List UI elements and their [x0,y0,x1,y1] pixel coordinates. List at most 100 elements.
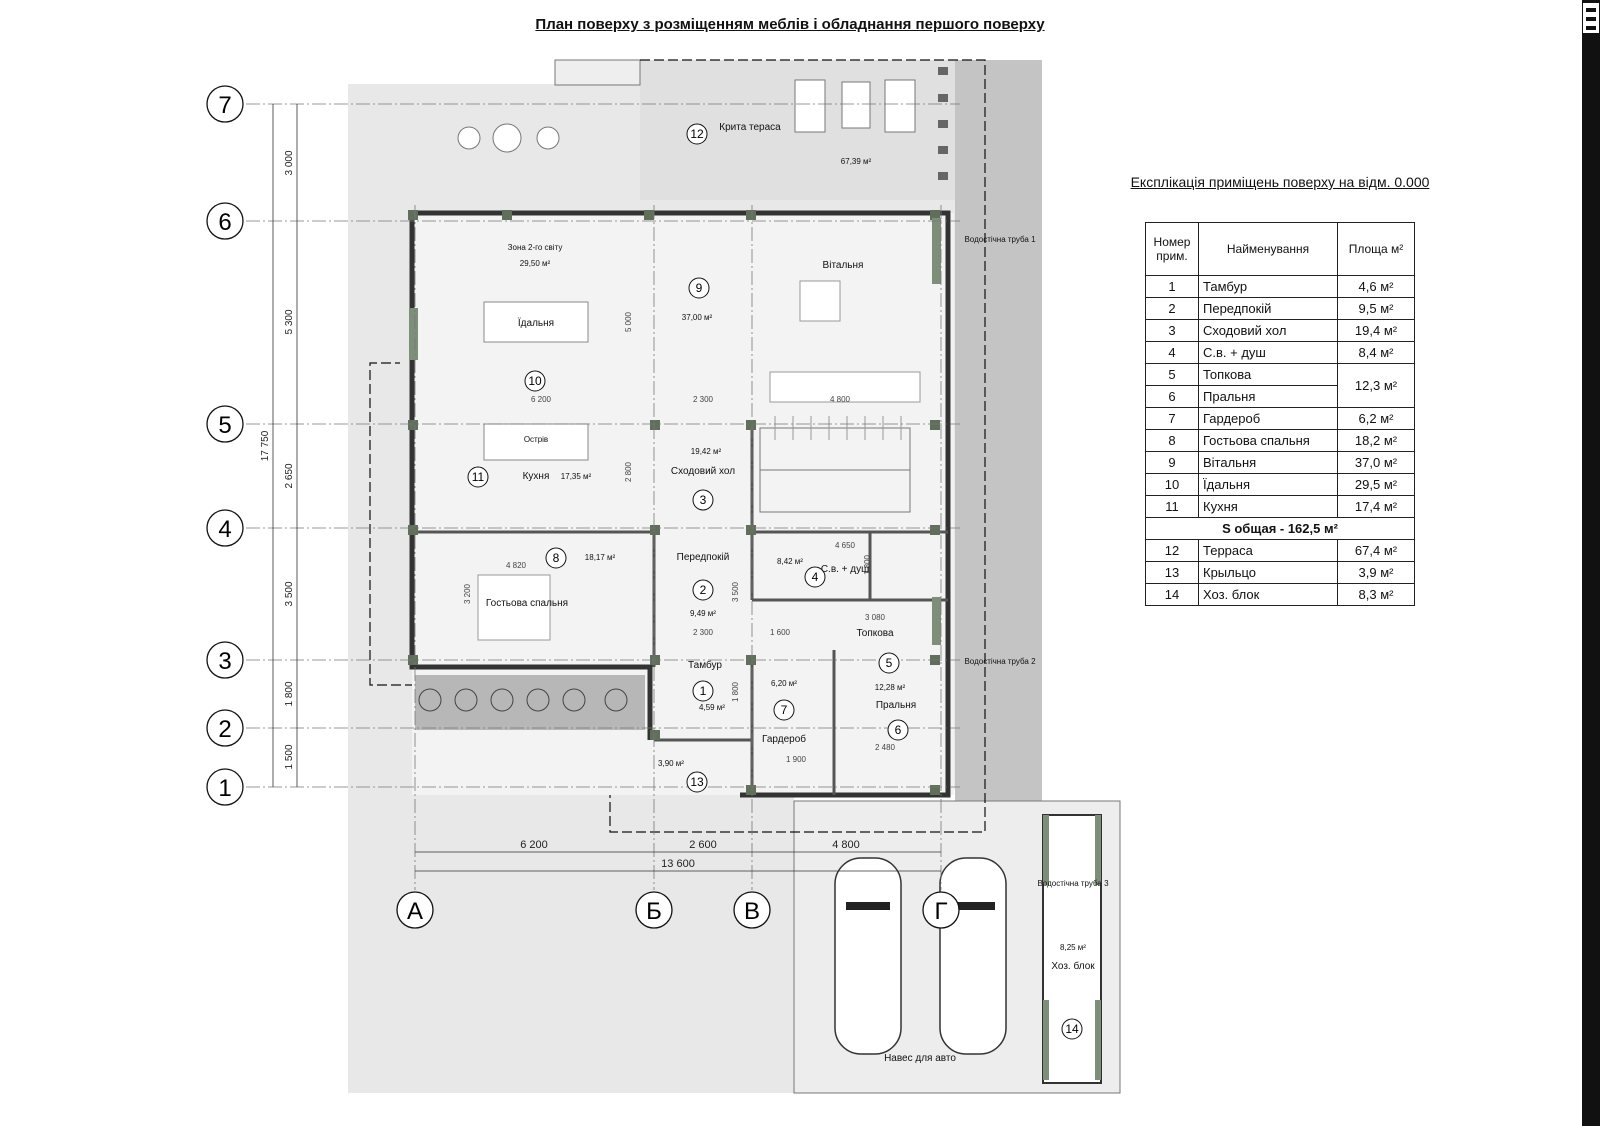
room-area-living: 37,00 м² [682,313,713,322]
row-area: 19,4 м² [1337,319,1415,342]
coffee-table [799,280,841,322]
row-num: 7 [1145,407,1199,430]
row-num: 5 [1145,363,1199,386]
header-name: Найменування [1198,222,1338,276]
room-number-9: 9 [696,281,703,295]
room-labels: Крита тераса 67,39 м² Зона 2-го світу 29… [486,122,1109,1064]
row-area: 12,3 м² [1337,363,1415,408]
pipe-1-label: Водостічна труба 1 [964,235,1036,244]
row-name: Топкова [1198,363,1338,386]
explication-title: Експлікація приміщень поверху на відм. 0… [1130,174,1430,190]
stair-treads [774,416,902,440]
inner-dim-labels: 6 200 2 300 4 800 5 000 2 800 4 820 3 20… [463,311,896,764]
dim-v-3000: 3 000 [284,150,295,175]
horizontal-dim-labels: 6 200 2 600 4 800 13 600 [520,839,860,870]
room-area-wc: 8,42 м² [777,557,803,566]
room-number-12: 12 [690,127,704,141]
room-area-vestibule: 4,59 м² [699,703,725,712]
room-label-laundry: Пральня [876,700,916,711]
room-number-14: 14 [1065,1022,1079,1036]
room-area-wardrobe: 6,20 м² [771,679,797,688]
row-num: 1 [1145,275,1199,298]
axis-col-a: А [407,898,423,925]
row-num: 9 [1145,451,1199,474]
room-area-hall: 19,42 м² [691,447,722,456]
room-label-dining: Їдальня [518,317,554,329]
axis-col-g: Г [935,898,948,925]
row-name: Гостьова спальня [1198,429,1338,452]
terrace-pillars [938,67,948,180]
room-area-corridor: 9,49 м² [690,609,716,618]
wall-panels [409,218,941,645]
row-num: 8 [1145,429,1199,452]
row-area: 9,5 м² [1337,297,1415,320]
room-number-2: 2 [700,583,707,597]
axis-row-5: 5 [218,412,231,439]
terrace-furniture [457,79,916,153]
room-number-5: 5 [886,656,893,670]
row-area: 3,9 м² [1337,561,1415,584]
row-name: Тамбур [1198,275,1338,298]
dim-v-1500: 1 500 [284,744,295,769]
room-area-boiler: 12,28 м² [875,683,906,692]
axis-row-3: 3 [218,648,231,675]
room-number-7: 7 [781,703,788,717]
axis-col-v: В [744,898,760,925]
room-area-porch: 3,90 м² [658,759,684,768]
grid-lines [246,103,960,890]
row-num: 11 [1145,495,1199,518]
row-area: 29,5 м² [1337,473,1415,496]
kitchen-island [483,423,589,461]
dim-inner: 4 800 [830,395,851,404]
dim-inner: 4 650 [835,541,856,550]
row-area: 8,4 м² [1337,341,1415,364]
room-number-13: 13 [690,775,704,789]
row-name: Сходовий хол [1198,319,1338,342]
horizontal-dim-lines [415,851,941,872]
dim-v-1800: 1 800 [284,681,295,706]
room-label-boiler: Топкова [856,628,894,639]
room-label-terrace: Крита тераса [719,122,781,133]
utility-block-panels [1043,815,1101,1080]
dim-inner: 1 800 [731,681,740,702]
dim-inner: 1 800 [863,554,872,575]
axis-row-7: 7 [218,92,231,119]
dim-inner: 2 300 [693,395,714,404]
axis-row-4: 4 [218,516,231,543]
col-axis-bubbles [396,891,960,929]
total-area: S общая - 162,5 м² [1145,517,1415,540]
row-num: 12 [1145,539,1199,562]
sofa [769,371,921,403]
row-name: Кухня [1198,495,1338,518]
island-label: Острів [524,435,548,444]
pipe-2-label: Водостічна труба 2 [964,657,1036,666]
room-label-utility: Хоз. блок [1051,960,1095,972]
room-number-4: 4 [812,570,819,584]
road-strip [955,60,1042,802]
dim-inner: 5 000 [624,311,633,332]
row-name: Вітальня [1198,451,1338,474]
logo-icon [1582,2,1600,34]
room-label-living: Вітальня [823,260,864,271]
room-number-8: 8 [553,551,560,565]
row-name: С.в. + душ [1198,341,1338,364]
row-num: 14 [1145,583,1199,606]
room-area-kitchen: 17,35 м² [561,472,592,481]
row-num: 3 [1145,319,1199,342]
row-num: 2 [1145,297,1199,320]
row-name: Гардероб [1198,407,1338,430]
dim-inner: 2 800 [624,461,633,482]
row-area: 37,0 м² [1337,451,1415,474]
site-area-south [348,789,794,1093]
